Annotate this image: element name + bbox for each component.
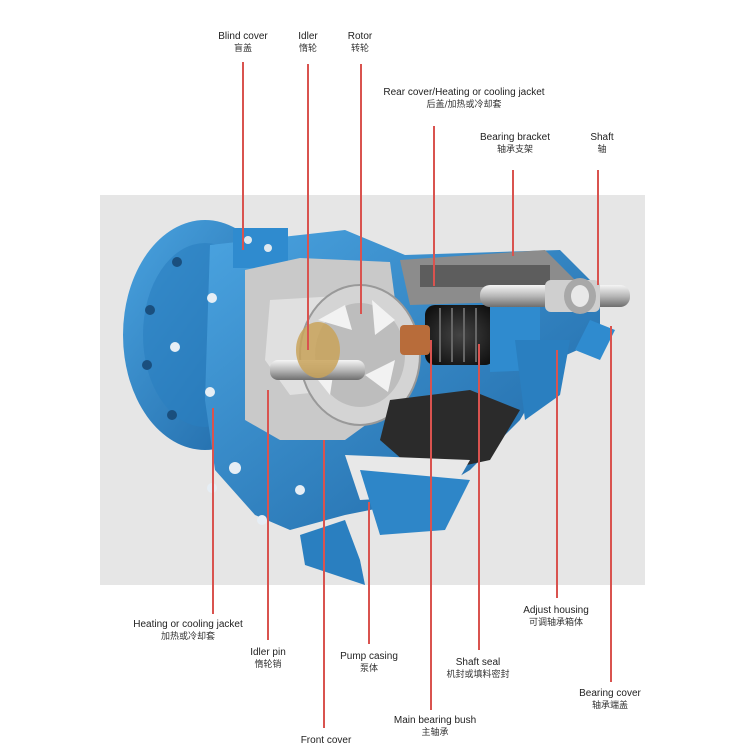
label-pump-casing-zh: 泵体: [359, 664, 378, 674]
label-shaft-zh: 轴: [597, 145, 607, 155]
label-idler-pin: Idler pin 惰轮销: [240, 646, 296, 672]
leader-rotor: [360, 64, 362, 314]
label-idler-pin-zh: 惰轮销: [254, 660, 282, 670]
label-shaft: Shaft 轴: [582, 131, 622, 157]
label-idler: Idler 惰轮: [288, 30, 328, 56]
label-main-bearing-bush-en: Main bearing bush: [393, 715, 477, 726]
main-bearing-bush-part: [400, 325, 430, 355]
leader-rear-cover: [433, 126, 435, 286]
label-heating-jacket-zh: 加热或冷却套: [160, 632, 215, 642]
label-shaft-seal-en: Shaft seal: [455, 657, 501, 668]
label-idler-zh: 惰轮: [298, 44, 317, 54]
label-front-cover: Front cover: [288, 734, 364, 747]
leader-shaft: [597, 170, 599, 285]
shaft-seal-part: [425, 305, 495, 365]
label-bearing-bracket-zh: 轴承支架: [496, 145, 533, 155]
leader-front-cover: [323, 440, 325, 728]
leader-pump-casing: [368, 502, 370, 644]
label-rear-cover-zh: 后盖/加热或冷却套: [426, 100, 502, 110]
leader-heating-jacket: [212, 408, 214, 614]
label-bearing-cover: Bearing cover 轴承端盖: [566, 687, 654, 713]
label-rotor-zh: 转轮: [350, 44, 369, 54]
label-shaft-en: Shaft: [590, 132, 614, 143]
label-blind-cover: Blind cover 盲盖: [208, 30, 278, 56]
bearing-cover-part: [575, 320, 615, 360]
label-rotor: Rotor 转轮: [338, 30, 382, 56]
pump-foot: [300, 520, 365, 585]
leader-main-bearing-bush: [430, 340, 432, 710]
label-bearing-bracket-en: Bearing bracket: [479, 132, 551, 143]
leader-shaft-seal: [478, 344, 480, 650]
label-main-bearing-bush-zh: 主轴承: [421, 728, 449, 738]
label-heating-jacket: Heating or cooling jacket 加热或冷却套: [118, 618, 258, 644]
label-blind-cover-zh: 盲盖: [233, 44, 252, 54]
label-heating-jacket-en: Heating or cooling jacket: [133, 619, 243, 630]
leader-adjust-housing: [556, 350, 558, 598]
leader-bearing-cover: [610, 326, 612, 682]
label-rear-cover-en: Rear cover/Heating or cooling jacket: [383, 87, 545, 98]
leader-bearing-bracket: [512, 170, 514, 256]
label-blind-cover-en: Blind cover: [218, 31, 268, 42]
leader-idler: [307, 64, 309, 350]
leader-blind-cover: [242, 62, 244, 250]
label-rear-cover: Rear cover/Heating or cooling jacket 后盖/…: [360, 86, 568, 112]
label-bearing-cover-zh: 轴承端盖: [591, 701, 628, 711]
label-adjust-housing-en: Adjust housing: [523, 605, 589, 616]
leader-idler-pin: [267, 390, 269, 640]
label-adjust-housing: Adjust housing 可调轴承箱体: [510, 604, 602, 630]
label-idler-pin-en: Idler pin: [250, 647, 286, 658]
label-pump-casing-en: Pump casing: [340, 651, 398, 662]
label-idler-en: Idler: [298, 31, 318, 42]
label-bearing-bracket: Bearing bracket 轴承支架: [470, 131, 560, 157]
idler-part: [296, 322, 340, 378]
label-shaft-seal-zh: 机封或填料密封: [446, 670, 510, 680]
label-shaft-seal: Shaft seal 机封或填料密封: [430, 656, 526, 682]
label-rotor-en: Rotor: [347, 31, 373, 42]
label-adjust-housing-zh: 可调轴承箱体: [528, 618, 583, 628]
label-front-cover-en: Front cover: [300, 735, 352, 746]
label-main-bearing-bush: Main bearing bush 主轴承: [380, 714, 490, 740]
label-pump-casing: Pump casing 泵体: [330, 650, 408, 676]
label-bearing-cover-en: Bearing cover: [579, 688, 641, 699]
